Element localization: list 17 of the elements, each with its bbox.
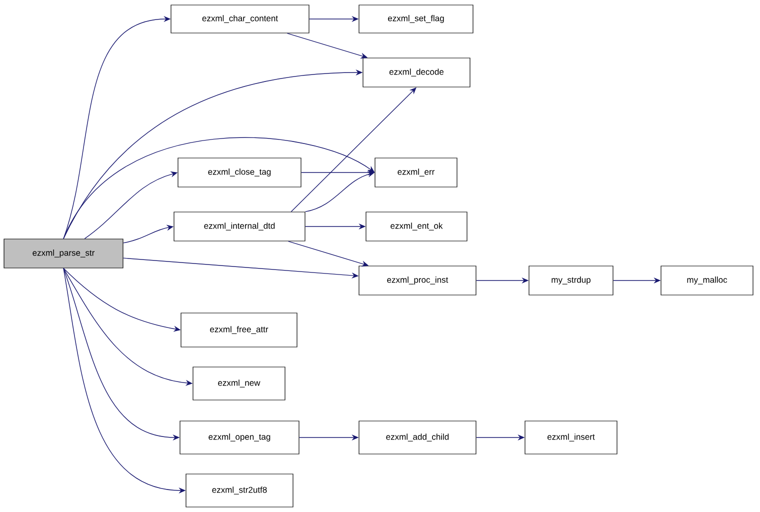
function-box: ezxml_decode bbox=[362, 58, 470, 88]
function-box: ezxml_parse_str bbox=[4, 238, 124, 268]
function-box: ezxml_str2utf8 bbox=[186, 474, 294, 508]
function-box: ezxml_new bbox=[192, 366, 286, 400]
function-box: ezxml_open_tag bbox=[180, 420, 300, 454]
function-box: ezxml_close_tag bbox=[178, 158, 302, 188]
function-box: ezxml_internal_dtd bbox=[174, 212, 306, 242]
function-box: ezxml_insert bbox=[524, 420, 618, 454]
function-box: my_strdup bbox=[528, 266, 614, 296]
function-box: ezxml_set_flag bbox=[358, 4, 474, 34]
function-box: ezxml_free_attr bbox=[180, 312, 298, 348]
function-box: ezxml_add_child bbox=[358, 420, 476, 454]
function-box: ezxml_proc_inst bbox=[358, 266, 476, 296]
function-box: my_malloc bbox=[660, 266, 754, 296]
function-box: ezxml_char_content bbox=[170, 4, 310, 34]
function-box: ezxml_ent_ok bbox=[366, 212, 468, 242]
function-box: ezxml_err bbox=[374, 158, 458, 188]
